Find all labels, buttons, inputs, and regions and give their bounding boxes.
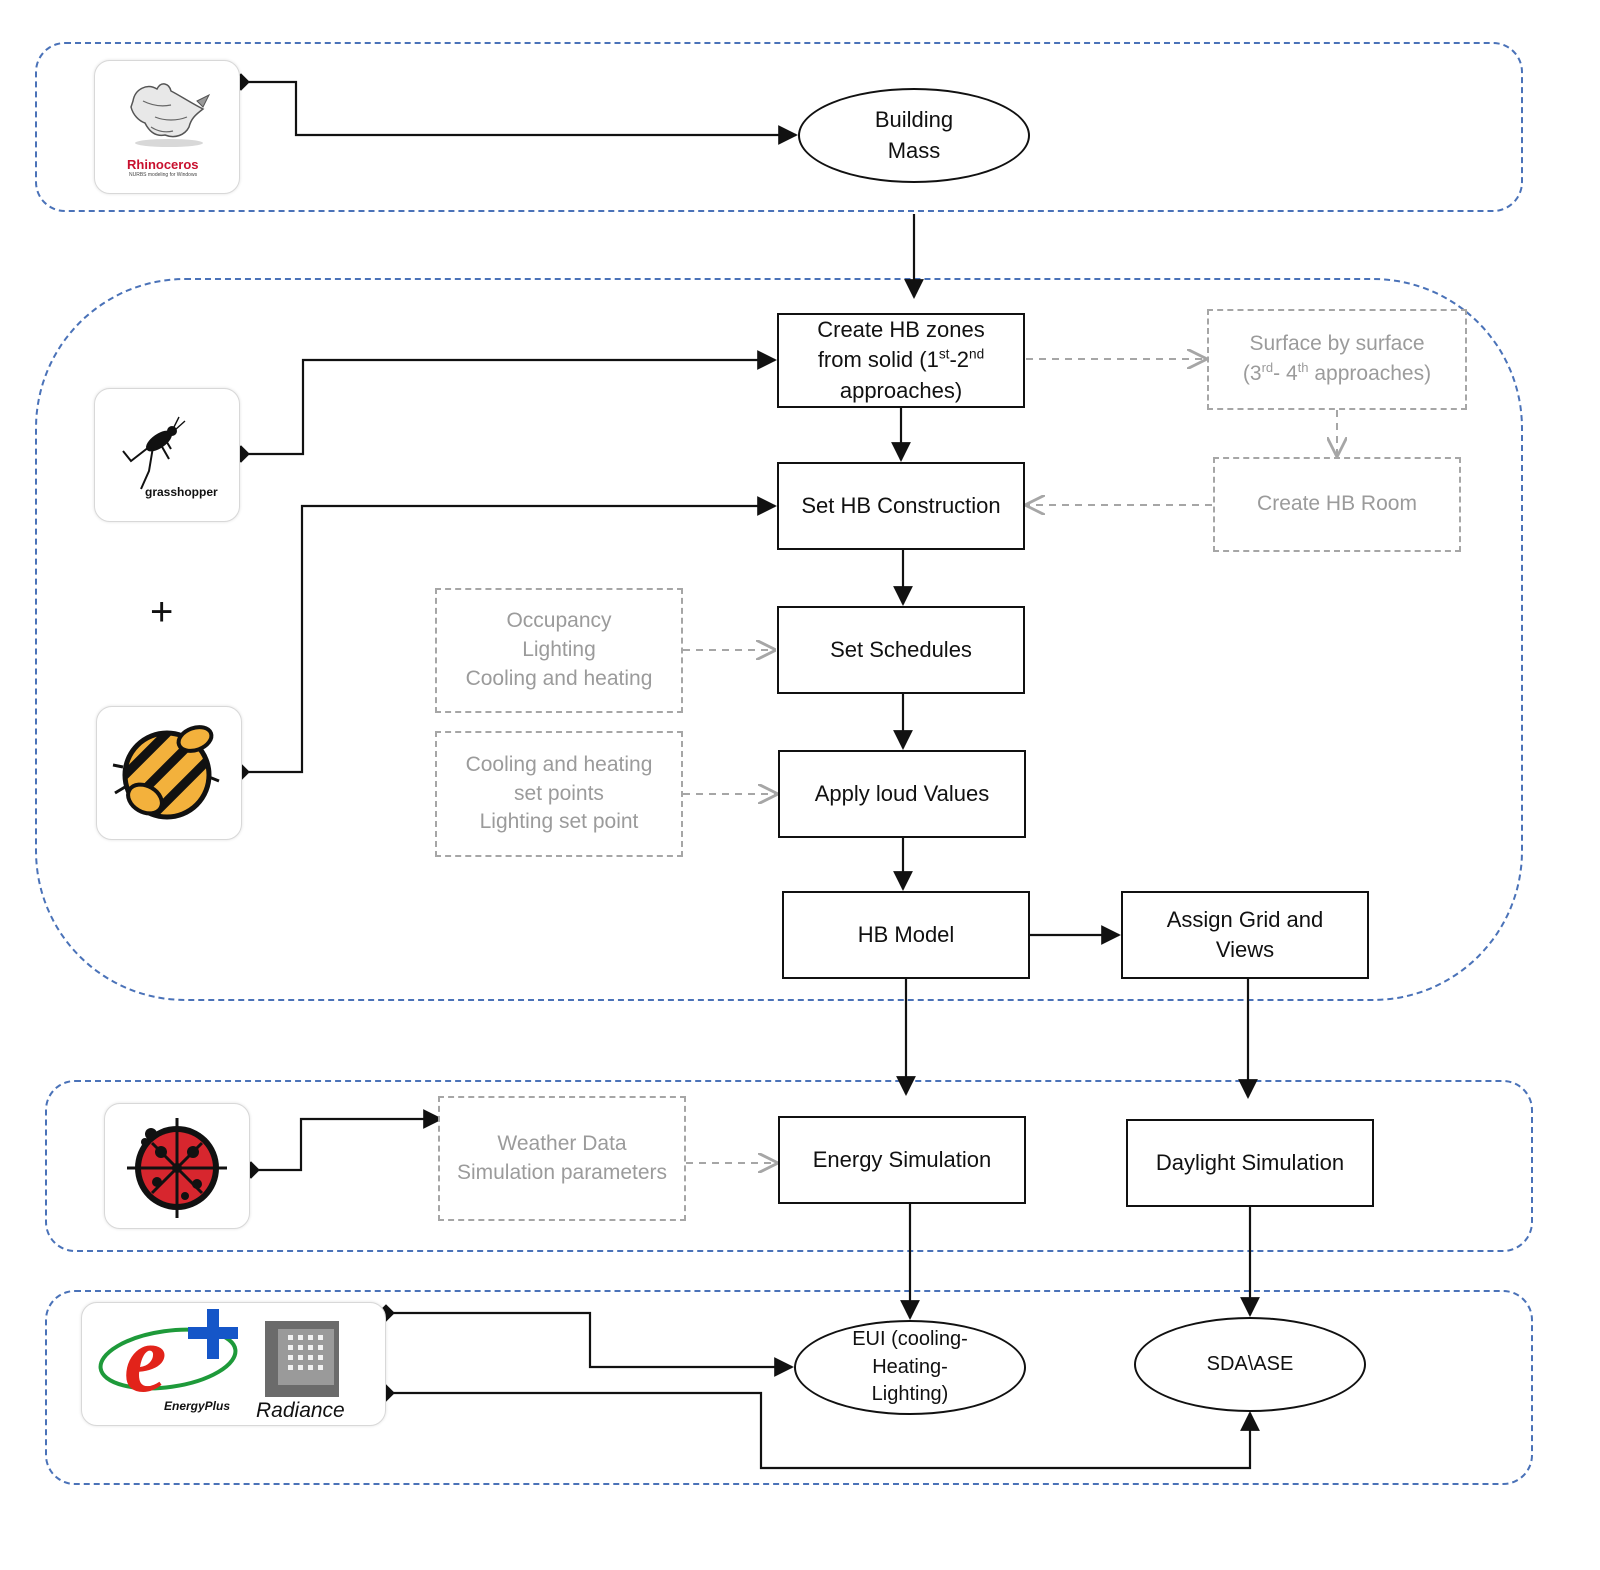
rhino-logo: Rhinoceros NURBS modeling for Windows — [94, 60, 240, 194]
plus-sign: + — [150, 590, 174, 634]
ladybug-logo — [104, 1103, 250, 1229]
create-zones-node: Create HB zones from solid (1st-2nd appr… — [777, 313, 1025, 408]
eui-result-node: EUI (cooling- Heating- Lighting) — [794, 1320, 1026, 1415]
create-zones-line2a: from solid (1 — [817, 347, 939, 373]
ladybug-icon — [127, 1118, 227, 1218]
grasshopper-logo: grasshopper — [94, 388, 240, 522]
region-modeling — [35, 42, 1523, 212]
radiance-logo-name: Radiance — [256, 1399, 345, 1422]
assign-grid-node: Assign Grid and Views — [1121, 891, 1369, 979]
rhino-logo-name: Rhinoceros — [127, 157, 199, 172]
edge-engines-to-sda — [377, 1384, 1260, 1470]
apply-load-node: Apply loud Values — [778, 750, 1026, 838]
building-mass-node: Building Mass — [798, 88, 1030, 183]
set-schedules-node: Set Schedules — [777, 606, 1025, 694]
engines-logo: e EnergyPlus Radiance — [81, 1302, 386, 1426]
set-construction-node: Set HB Construction — [777, 462, 1025, 550]
create-zones-sup1: st — [938, 347, 950, 362]
surface-sup2: th — [1297, 360, 1309, 375]
surface-sup1: rd — [1261, 360, 1274, 375]
rhino-icon — [130, 83, 211, 147]
edge-ladybug-to-weather — [242, 1109, 443, 1179]
region-honeybee — [35, 278, 1523, 1001]
grasshopper-icon — [122, 416, 186, 490]
energyplus-icon: e — [98, 1305, 339, 1412]
create-zones-sup2: nd — [969, 347, 985, 362]
edge-honeybee-to-construction — [232, 496, 777, 781]
sda-ase-result-node: SDA\ASE — [1134, 1317, 1366, 1412]
energy-simulation-node: Energy Simulation — [778, 1116, 1026, 1204]
energyplus-logo-name: EnergyPlus — [164, 1399, 231, 1413]
create-room-node: Create HB Room — [1213, 457, 1461, 552]
weather-inputs-node: Weather Data Simulation parameters — [438, 1096, 686, 1221]
svg-text:e: e — [124, 1305, 167, 1412]
create-zones-line2b: -2 — [949, 347, 970, 373]
honeybee-icon — [112, 725, 220, 820]
surface-line1: Surface by surface — [1249, 332, 1425, 356]
daylight-simulation-node: Daylight Simulation — [1126, 1119, 1374, 1207]
region-results — [45, 1290, 1533, 1485]
surface-line2c: approaches) — [1308, 362, 1432, 385]
edge-engines-to-eui — [377, 1304, 794, 1377]
honeybee-logo — [96, 706, 242, 840]
grasshopper-logo-name: grasshopper — [145, 485, 218, 499]
create-zones-line3: approaches) — [839, 377, 963, 403]
edge-rhino-to-mass — [232, 73, 798, 145]
schedule-inputs-node: Occupancy Lighting Cooling and heating — [435, 588, 683, 713]
edge-grasshopper-to-zones — [232, 350, 777, 463]
rhino-logo-tagline: NURBS modeling for Windows — [129, 172, 198, 178]
load-inputs-node: Cooling and heating set points Lighting … — [435, 731, 683, 857]
region-simulation — [45, 1080, 1533, 1252]
surface-line2b: - 4 — [1273, 362, 1298, 385]
hb-model-node: HB Model — [782, 891, 1030, 979]
create-zones-line1: Create HB zones — [817, 316, 985, 342]
surface-line2a: (3 — [1242, 362, 1262, 385]
surface-by-surface-node: Surface by surface (3rd- 4th approaches) — [1207, 309, 1467, 410]
